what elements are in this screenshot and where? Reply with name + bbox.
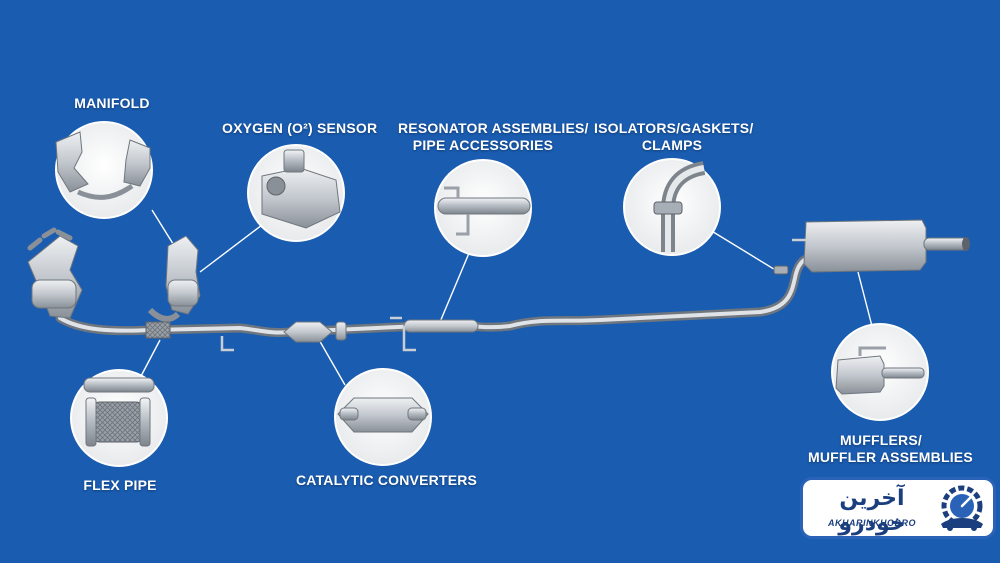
label-oxygen-sensor: OXYGEN (O²) SENSOR <box>222 120 378 137</box>
resonator-detail-circle <box>434 159 532 257</box>
label-flex-pipe: FLEX PIPE <box>70 477 170 494</box>
label-catalytic-converters: CATALYTIC CONVERTERS <box>296 472 478 489</box>
manifold-detail-circle <box>55 121 153 219</box>
isolators-detail-circle <box>623 158 721 256</box>
flex-pipe-detail-circle <box>70 369 168 467</box>
label-catalytic-converters-text: CATALYTIC CONVERTERS <box>296 472 478 488</box>
label-mufflers: MUFFLERS/ MUFFLER ASSEMBLIES <box>808 432 973 466</box>
label-flex-pipe-text: FLEX PIPE <box>83 477 157 493</box>
manifold-left <box>27 227 83 319</box>
brand-logo: آخرین خودرو AKHARINKHODRO <box>800 477 996 539</box>
catalytic-converter <box>283 321 347 343</box>
callout-line-isolators <box>709 229 783 275</box>
car-speedometer-gear-icon <box>941 485 983 531</box>
hanger-2 <box>402 326 416 352</box>
catalytic-detail-circle <box>334 368 432 466</box>
callout-line-mufflers <box>857 271 874 331</box>
label-isolators-line2: CLAMPS <box>641 137 703 153</box>
label-isolators-line1: ISOLATORS/GASKETS/ <box>594 120 754 136</box>
logo-latin-text: AKHARINKHODRO <box>828 518 916 528</box>
callout-lines <box>139 209 874 386</box>
label-oxygen-sensor-text: OXYGEN (O²) SENSOR <box>222 120 378 136</box>
callout-line-catalytic <box>317 337 346 386</box>
oxygen-sensor-detail-circle <box>247 144 345 242</box>
label-resonator: RESONATOR ASSEMBLIES/ PIPE ACCESSORIES <box>398 120 589 154</box>
flex-pipe-section <box>145 321 171 339</box>
mufflers-detail-circle <box>831 323 929 421</box>
label-manifold: MANIFOLD <box>72 95 152 112</box>
muffler <box>792 219 970 273</box>
callout-line-flex-pipe <box>139 339 161 379</box>
logo-persian-text: آخرین خودرو <box>838 486 906 536</box>
isolator-clamp <box>773 265 789 275</box>
hanger-1 <box>220 336 234 352</box>
label-resonator-line1: RESONATOR ASSEMBLIES/ <box>398 120 589 136</box>
callout-line-oxygen-sensor <box>199 224 263 273</box>
exhaust-assembly <box>27 219 970 352</box>
label-mufflers-line1: MUFFLERS/ <box>840 432 922 448</box>
resonator <box>403 319 479 333</box>
label-resonator-line2: PIPE ACCESSORIES <box>412 137 554 153</box>
label-mufflers-line2: MUFFLER ASSEMBLIES <box>808 449 973 465</box>
callout-line-resonator <box>439 245 473 323</box>
label-isolators: ISOLATORS/GASKETS/ CLAMPS <box>594 120 754 154</box>
manifold-right <box>147 235 201 322</box>
label-manifold-text: MANIFOLD <box>74 95 150 111</box>
